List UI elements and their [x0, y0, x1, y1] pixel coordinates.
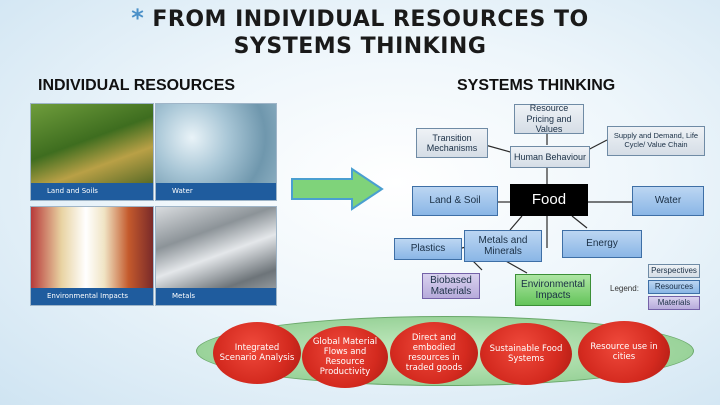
- human-behaviour-node: Human Behaviour: [510, 146, 590, 168]
- water-caption: Water: [156, 183, 276, 200]
- systems-thinking-heading: SYSTEMS THINKING: [457, 77, 616, 94]
- page-title: * FROM INDIVIDUAL RESOURCES TO: [0, 4, 720, 32]
- oval-sustainable-food: Sustainable Food Systems: [480, 323, 572, 385]
- metals-minerals-node: Metals and Minerals: [464, 230, 542, 262]
- individual-resources-heading: INDIVIDUAL RESOURCES: [38, 77, 236, 94]
- water-tile: Water: [155, 103, 277, 201]
- legend-resources: Resources: [648, 280, 700, 294]
- oval-global-material-flows: Global Material Flows and Resource Produ…: [302, 326, 388, 388]
- supply-demand-node: Supply and Demand, Life Cycle/ Value Cha…: [607, 126, 705, 156]
- environmental-impacts-node: Environmental Impacts: [515, 274, 591, 306]
- land-soils-tile: Land and Soils: [30, 103, 154, 201]
- transition-mechanisms-node: Transition Mechanisms: [416, 128, 488, 158]
- plastics-node: Plastics: [394, 238, 462, 260]
- water-node: Water: [632, 186, 704, 216]
- page-title-line-2: SYSTEMS THINKING: [233, 34, 487, 59]
- metals-caption: Metals: [156, 288, 276, 305]
- oval-embodied-resources: Direct and embodied resources in traded …: [390, 322, 478, 384]
- oval-resource-use-cities: Resource use in cities: [578, 321, 670, 383]
- oval-integrated-scenario: Integrated Scenario Analysis: [213, 322, 301, 384]
- biobased-materials-node: Biobased Materials: [422, 273, 480, 299]
- environmental-impacts-tile: Environmental Impacts: [30, 206, 154, 306]
- energy-node: Energy: [562, 230, 642, 258]
- metals-tile: Metals: [155, 206, 277, 306]
- title-bullet: *: [131, 4, 145, 32]
- legend-label: Legend:: [610, 284, 639, 293]
- environmental-impacts-caption: Environmental Impacts: [31, 288, 153, 305]
- legend-perspectives: Perspectives: [648, 264, 700, 278]
- land-soils-caption: Land and Soils: [31, 183, 153, 200]
- systems-diagram: Resource Pricing and Values Transition M…: [392, 98, 712, 316]
- transition-arrow-icon: [291, 167, 384, 211]
- land-soil-node: Land & Soil: [412, 186, 498, 216]
- legend-materials: Materials: [648, 296, 700, 310]
- title-line-1: FROM INDIVIDUAL RESOURCES TO: [152, 7, 589, 32]
- food-node: Food: [510, 184, 588, 216]
- resource-pricing-node: Resource Pricing and Values: [514, 103, 584, 134]
